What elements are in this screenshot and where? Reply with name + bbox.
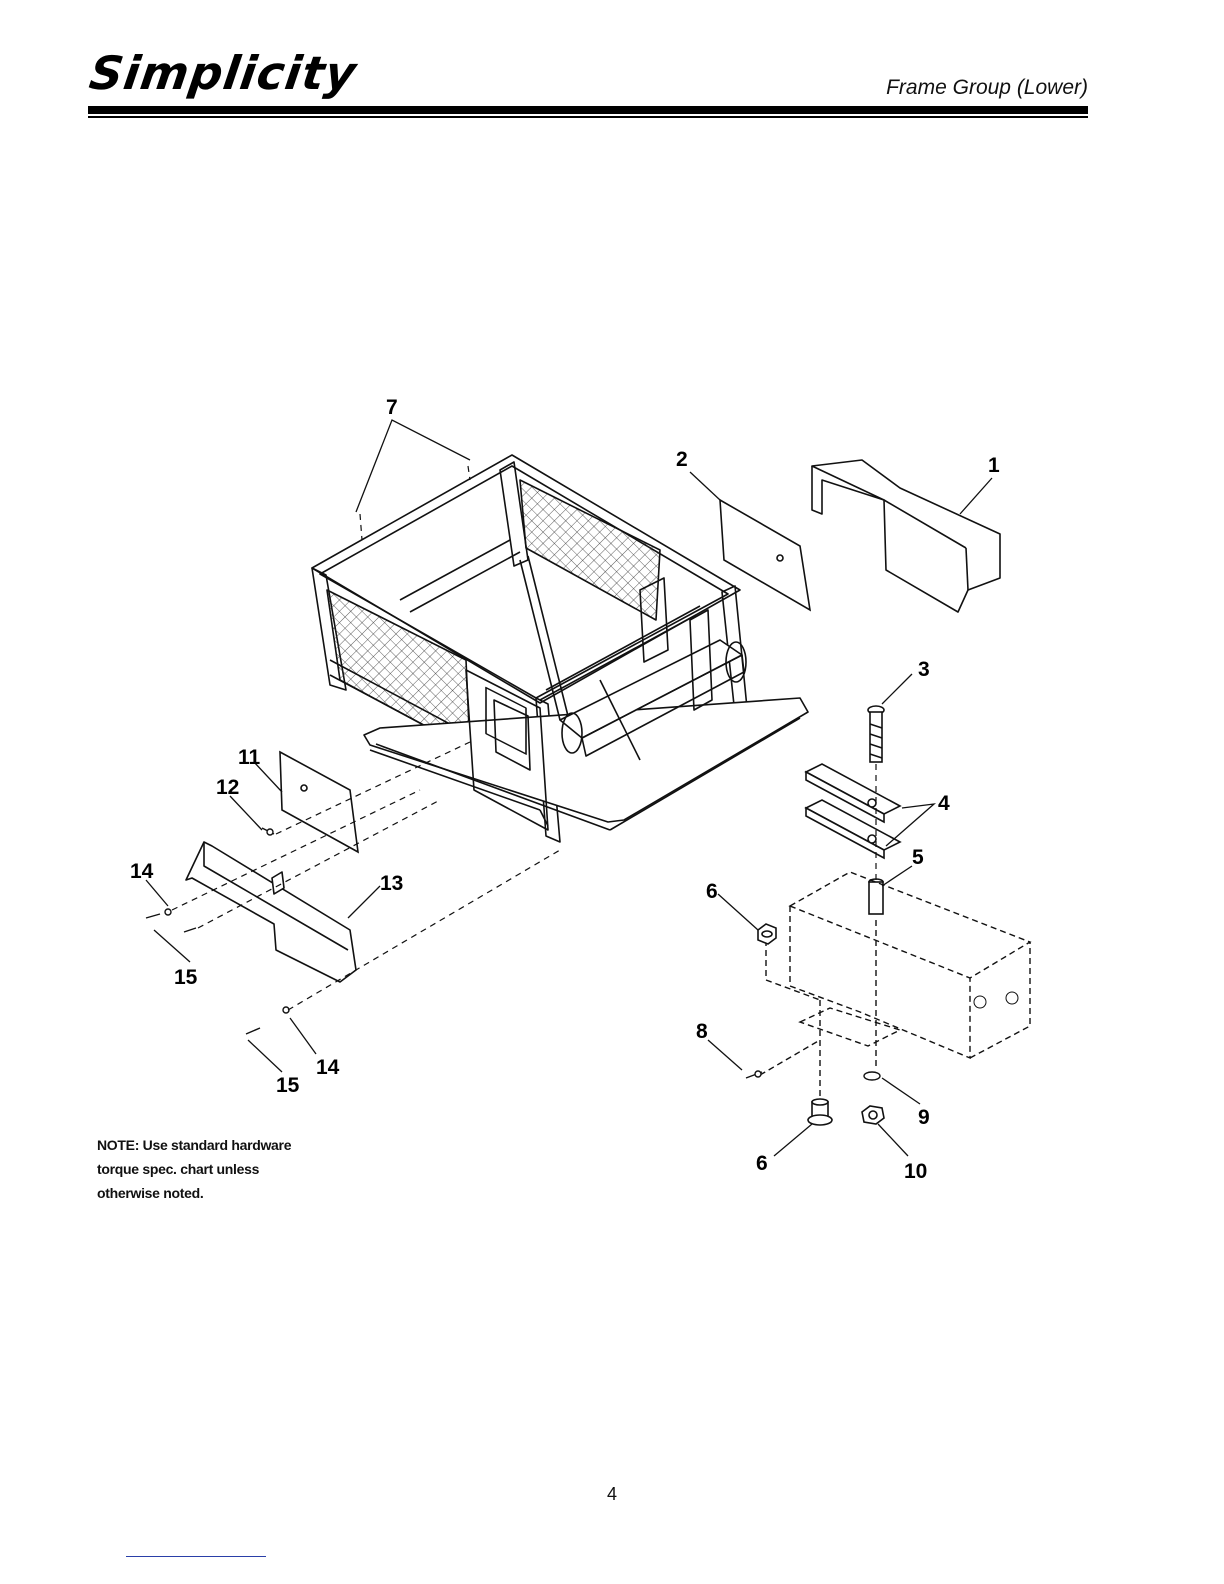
callout-10: 10 <box>904 1160 927 1183</box>
callout-9: 9 <box>918 1106 930 1129</box>
callout-6-upper: 6 <box>706 880 718 903</box>
part-10-nut <box>862 1106 884 1124</box>
footer-link-underline <box>126 1556 266 1557</box>
torque-note: NOTE: Use standard hardware torque spec.… <box>97 1133 357 1205</box>
part-9-washer <box>864 1072 880 1080</box>
part-8-screw <box>746 1071 762 1078</box>
callout-14-upper: 14 <box>130 860 154 883</box>
callout-11: 11 <box>238 746 261 769</box>
part-6-bushing-lower <box>808 1099 832 1125</box>
callout-13: 13 <box>380 872 403 895</box>
callout-14-lower: 14 <box>316 1056 340 1079</box>
part-3-bolt <box>868 706 884 762</box>
housing-block <box>760 872 1030 1100</box>
part-4-plates <box>806 764 900 858</box>
callout-5: 5 <box>912 846 924 869</box>
note-line-2: torque spec. chart unless <box>97 1157 357 1181</box>
note-line-3: otherwise noted. <box>97 1181 357 1205</box>
note-line-1: NOTE: Use standard hardware <box>97 1133 357 1157</box>
callout-4: 4 <box>938 792 950 815</box>
parts-14-15-fasteners <box>146 909 289 1034</box>
callout-8: 8 <box>696 1020 708 1043</box>
page-number: 4 <box>0 1484 1224 1505</box>
callout-2: 2 <box>676 448 688 471</box>
callout-3: 3 <box>918 658 930 681</box>
callout-7: 7 <box>386 396 398 419</box>
callout-15-upper: 15 <box>174 966 198 989</box>
part-13-bracket <box>186 842 356 982</box>
housing-vent-icon <box>974 992 1018 1008</box>
part-6-bushing-upper <box>758 924 776 944</box>
callout-6-lower: 6 <box>756 1152 768 1175</box>
part-11-plate <box>280 752 358 852</box>
part-12-screw <box>262 828 274 835</box>
callout-15-lower: 15 <box>276 1074 300 1097</box>
callout-1: 1 <box>988 454 1000 477</box>
part-1-top-panel <box>812 460 1000 612</box>
callout-12: 12 <box>216 776 239 799</box>
